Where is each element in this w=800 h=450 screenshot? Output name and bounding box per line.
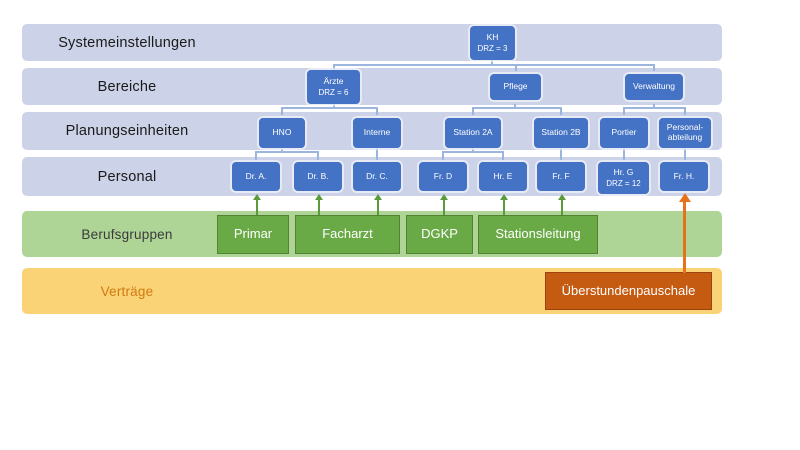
node-stationsleitung-label: Stationsleitung xyxy=(495,226,581,242)
node-portier-title: Portier xyxy=(611,127,637,138)
connector-interne-drc xyxy=(376,148,378,160)
connector-kh-bus xyxy=(334,64,654,66)
node-portier[interactable]: Portier xyxy=(600,118,648,148)
connector-kh-verwaltung xyxy=(653,64,655,71)
node-pflege-title: Pflege xyxy=(503,81,528,92)
node-facharzt[interactable]: Facharzt xyxy=(295,215,400,254)
node-ueberstundenpauschale[interactable]: Überstundenpauschale xyxy=(545,272,712,310)
node-personalabteilung[interactable]: Personal- abteilung xyxy=(659,118,711,148)
node-verwaltung-title: Verwaltung xyxy=(632,81,676,92)
node-fr-h-title: Fr. H. xyxy=(673,170,695,181)
node-hr-e-title: Hr. E xyxy=(493,170,513,181)
node-aerzte-sub: DRZ = 6 xyxy=(318,88,349,98)
connector-verwaltung-stem xyxy=(653,104,655,108)
node-hno[interactable]: HNO xyxy=(259,118,305,148)
node-dr-b-title: Dr. B. xyxy=(307,170,329,181)
band-label-berufsgruppen: Berufsgruppen xyxy=(81,226,173,242)
connector-aerzte-hno xyxy=(281,107,283,115)
node-pflege[interactable]: Pflege xyxy=(490,74,541,100)
connector-aerzte-interne xyxy=(376,107,378,115)
node-interne[interactable]: Interne xyxy=(353,118,401,148)
connector-hno-bus xyxy=(256,151,319,153)
connector-aerzte-stem xyxy=(333,104,335,108)
connector-portier-hrg xyxy=(623,148,625,160)
node-ueberstundenpauschale-label: Überstundenpauschale xyxy=(561,282,696,298)
arrow-primar-to-dr-a xyxy=(253,194,261,215)
arrow-stationsleitung-to-hr-e xyxy=(500,194,508,215)
node-dr-b[interactable]: Dr. B. xyxy=(294,162,342,191)
node-interne-title: Interne xyxy=(363,127,391,138)
node-dr-c-title: Dr. C. xyxy=(366,170,388,181)
node-station-2a[interactable]: Station 2A xyxy=(445,118,501,148)
connector-pflege-bus xyxy=(473,107,562,109)
node-kh-title: KH xyxy=(486,31,499,42)
node-station-2b-title: Station 2B xyxy=(541,127,581,138)
connector-verwaltung-portier xyxy=(623,107,625,115)
connector-pflege-station2a xyxy=(472,107,474,115)
arrow-facharzt-to-dr-b xyxy=(315,194,323,215)
connector-station2a-bus xyxy=(443,151,504,153)
connector-station2a-frd xyxy=(442,151,444,160)
node-facharzt-label: Facharzt xyxy=(322,226,373,242)
connector-kh-aerzte xyxy=(333,64,335,71)
band-label-vertraege: Verträge xyxy=(100,283,154,299)
connector-hno-stem xyxy=(281,148,283,152)
connector-pflege-stem xyxy=(514,104,516,108)
node-hr-g[interactable]: Hr. G DRZ = 12 xyxy=(598,162,649,194)
connector-hno-drb xyxy=(317,151,319,160)
connector-kh-stem xyxy=(491,60,493,65)
node-aerzte-title: Ärzte xyxy=(323,75,344,86)
node-dgkp[interactable]: DGKP xyxy=(406,215,473,254)
node-kh[interactable]: KH DRZ = 3 xyxy=(470,26,515,60)
node-primar-label: Primar xyxy=(233,226,273,242)
node-primar[interactable]: Primar xyxy=(217,215,289,254)
band-label-bereiche: Bereiche xyxy=(97,78,157,95)
connector-verwaltung-bus xyxy=(624,107,686,109)
arrow-ueberstundenpauschale-to-fr-h xyxy=(679,193,691,273)
connector-station2b-frf xyxy=(560,148,562,160)
node-dr-a-title: Dr. A. xyxy=(245,170,267,181)
band-label-planungseinheiten: Planungseinheiten xyxy=(65,123,189,139)
band-systemeinstellungen: Systemeinstellungen xyxy=(22,24,722,61)
arrow-dgkp-to-fr-d xyxy=(440,194,448,215)
connector-personalabteilung-frh xyxy=(684,148,686,160)
arrow-facharzt-to-dr-c xyxy=(374,194,382,215)
band-label-personal: Personal xyxy=(97,168,157,185)
node-hr-g-title: Hr. G xyxy=(613,166,634,177)
node-hr-e[interactable]: Hr. E xyxy=(479,162,527,191)
connector-hno-dra xyxy=(255,151,257,160)
node-personalabteilung-title: Personal- xyxy=(666,122,704,133)
node-dr-a[interactable]: Dr. A. xyxy=(232,162,280,191)
node-station-2b[interactable]: Station 2B xyxy=(534,118,588,148)
node-stationsleitung[interactable]: Stationsleitung xyxy=(478,215,598,254)
connector-station2a-stem xyxy=(472,148,474,152)
node-hno-title: HNO xyxy=(272,127,292,138)
band-bereiche: Bereiche xyxy=(22,68,722,105)
node-personalabteilung-title2: abteilung xyxy=(667,132,703,142)
connector-aerzte-bus xyxy=(282,107,378,109)
node-dgkp-label: DGKP xyxy=(421,226,458,242)
band-label-systemeinstellungen: Systemeinstellungen xyxy=(58,34,196,51)
connector-verwaltung-personalabteilung xyxy=(684,107,686,115)
node-dr-c[interactable]: Dr. C. xyxy=(353,162,401,191)
connector-kh-pflege xyxy=(515,64,517,71)
node-hr-g-sub: DRZ = 12 xyxy=(606,179,641,189)
node-fr-f[interactable]: Fr. F xyxy=(537,162,585,191)
connector-station2a-hre xyxy=(502,151,504,160)
connector-pflege-station2b xyxy=(560,107,562,115)
node-station-2a-title: Station 2A xyxy=(453,127,493,138)
node-fr-f-title: Fr. F xyxy=(552,170,570,181)
node-fr-h[interactable]: Fr. H. xyxy=(660,162,708,191)
node-aerzte[interactable]: Ärzte DRZ = 6 xyxy=(307,70,360,104)
node-kh-sub: DRZ = 3 xyxy=(477,44,508,54)
arrow-stationsleitung-to-fr-f xyxy=(558,194,566,215)
node-fr-d[interactable]: Fr. D xyxy=(419,162,467,191)
node-fr-d-title: Fr. D xyxy=(433,170,453,181)
node-verwaltung[interactable]: Verwaltung xyxy=(625,74,683,100)
